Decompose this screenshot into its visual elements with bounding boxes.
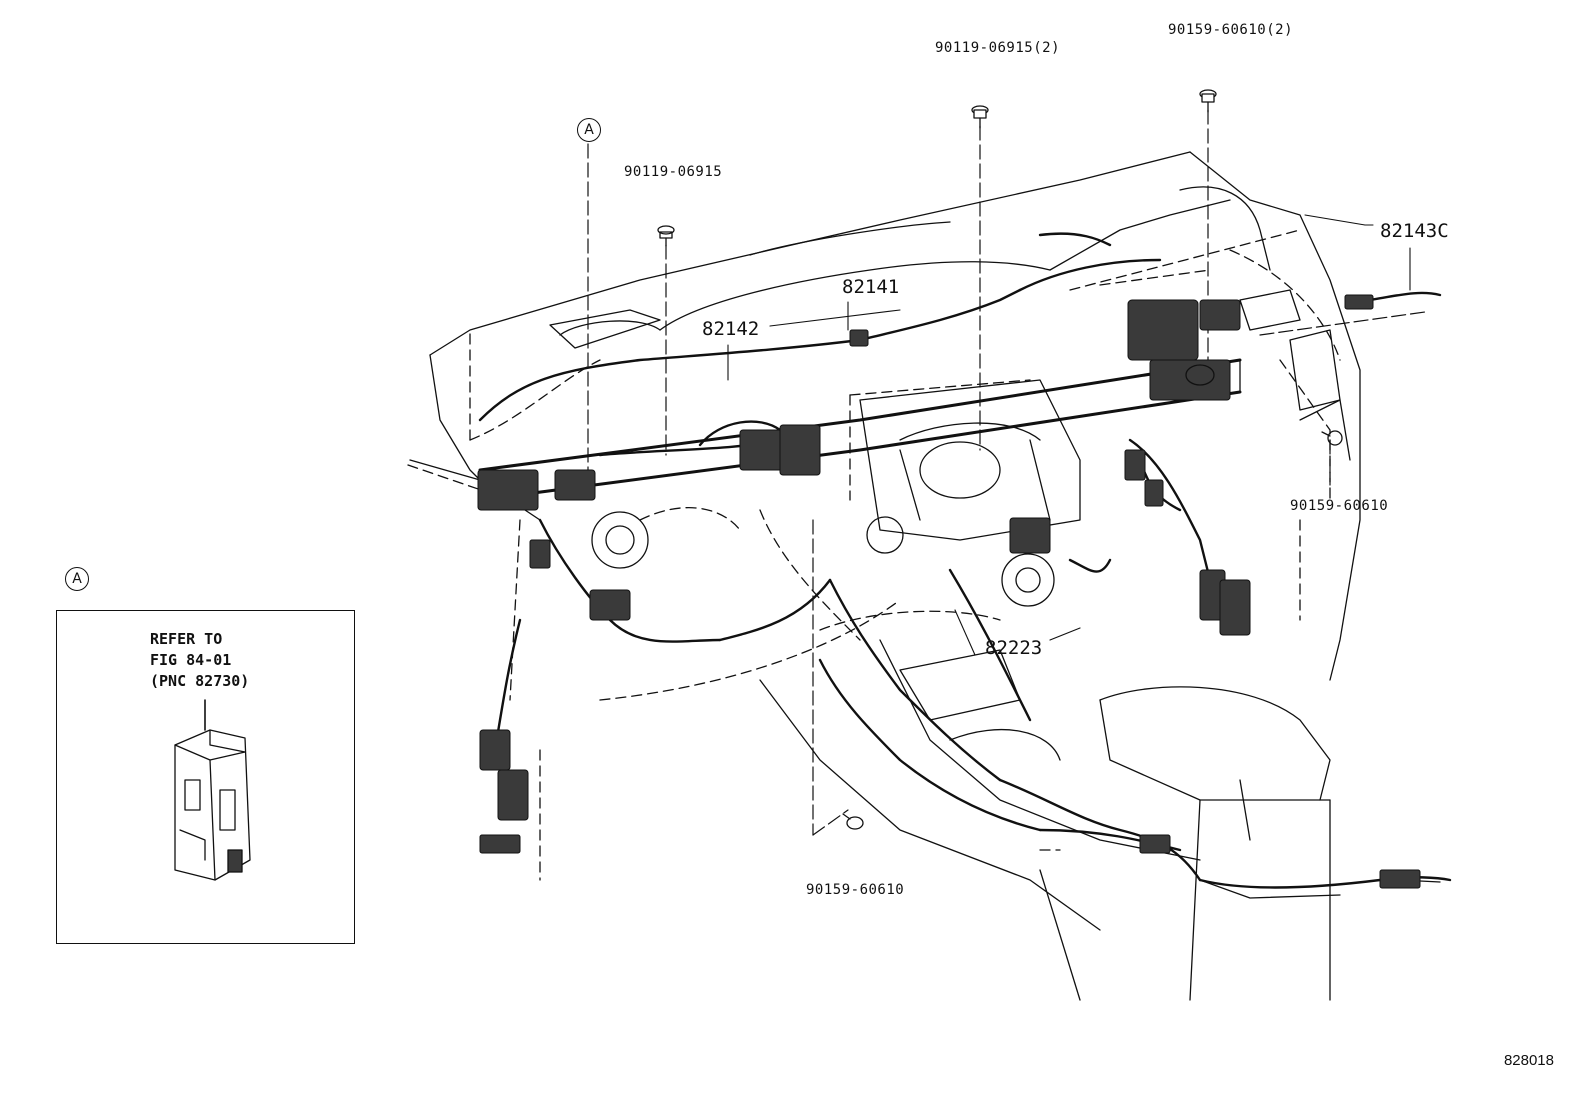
figure-number: 828018 xyxy=(1503,1052,1554,1069)
screw-icon-top-right xyxy=(1199,89,1217,113)
callout-a-box: A xyxy=(65,567,89,591)
label-90119-06915-2: 90119-06915(2) xyxy=(935,40,1061,56)
reference-text-line3: (PNC 82730) xyxy=(150,672,250,690)
label-90119-06915: 90119-06915 xyxy=(624,164,723,180)
vents-and-gauges xyxy=(591,364,1215,607)
dashed-frame xyxy=(407,229,1341,881)
screw-icon-right xyxy=(1321,430,1343,446)
label-82142: 82142 xyxy=(702,318,760,340)
label-82141: 82141 xyxy=(842,276,900,298)
label-90159-60610-2: 90159-60610(2) xyxy=(1168,22,1294,38)
reference-text-line2: FIG 84-01 xyxy=(150,651,232,669)
harness-wires xyxy=(478,232,1452,889)
leader-lines xyxy=(587,109,1426,836)
bolt-icon-top-center xyxy=(971,105,989,129)
label-90159-60610-bottom: 90159-60610 xyxy=(806,882,905,898)
screw-icon-bottom xyxy=(842,813,864,830)
label-leaders xyxy=(727,214,1411,656)
center-console-outline xyxy=(759,379,1331,1001)
reference-text-line1: REFER TO xyxy=(150,630,223,648)
label-82223: 82223 xyxy=(985,637,1043,659)
reference-box xyxy=(56,610,355,944)
label-82143c: 82143C xyxy=(1380,220,1449,242)
body-ecu-module xyxy=(174,699,251,881)
callout-a-top: A xyxy=(577,118,601,142)
label-90159-60610-right: 90159-60610 xyxy=(1290,498,1389,514)
bolt-icon-top-left xyxy=(657,225,675,247)
connector-blocks xyxy=(477,294,1421,889)
instrument-panel-outline xyxy=(409,151,1361,681)
